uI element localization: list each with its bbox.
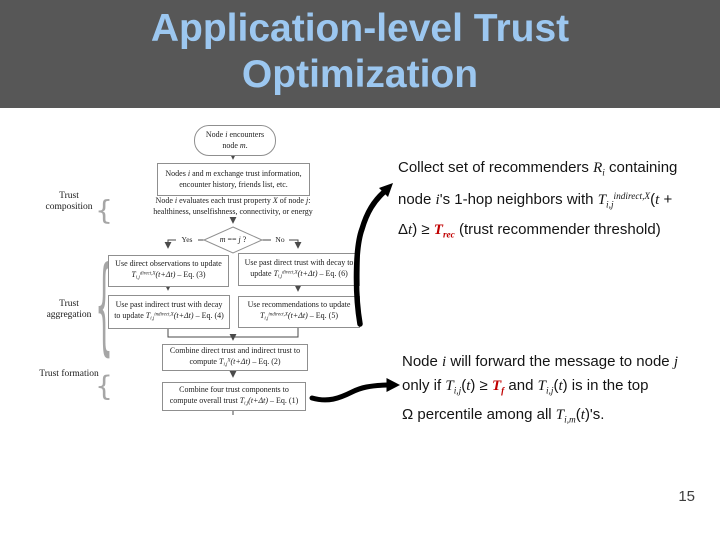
recommender-annotation-line1: Collect set of recommenders Ri containin… (398, 159, 678, 179)
trust-aggregation-label: Trust aggregation (46, 299, 92, 321)
exchange-box-line2: encounter history, friends list, etc. (179, 179, 288, 189)
evaluate-text-line2: healthiness, unselfishness, connectivity… (153, 207, 313, 216)
recommendations-callout-arrow (353, 183, 393, 327)
slide-title-line1: Application-level Trust (150, 7, 570, 50)
recommender-annotation-line3: Δt) ≥ Trec (trust recommender threshold) (398, 220, 661, 240)
yes-branch-label: Yes (176, 234, 198, 245)
recommender-annotation-line2: node i's 1-hop neighbors with Ti,jindire… (398, 190, 673, 211)
recommendations-box: Use recommendations to update Ti,jindire… (238, 296, 360, 328)
evaluate-text: Node i evaluates each trust property X o… (130, 194, 336, 220)
forwarding-annotation-line1: Node i will forward the message to node … (402, 353, 678, 370)
start-oval-line2: node m. (222, 140, 248, 150)
no-branch-label: No (271, 234, 289, 245)
forwarding-callout-arrow (309, 378, 400, 403)
start-oval-line1: Node i encounters (205, 129, 265, 139)
decision-label: m == j ? (219, 234, 247, 244)
exchange-box-line1: Nodes i and m exchange trust information… (165, 168, 302, 178)
forwarding-annotation: Node i will forward the message to node … (402, 350, 720, 433)
combine-direct-indirect-box: Combine direct trust and indirect trust … (162, 344, 308, 371)
recommender-annotation: Collect set of recommenders Ri containin… (398, 156, 720, 247)
past-indirect-trust-box: Use past indirect trust with decay to up… (108, 295, 230, 329)
trust-formation-label: Trust formation (39, 369, 99, 379)
past-direct-trust-box: Use past direct trust with decay to upda… (238, 253, 360, 286)
start-oval: Node i encounters node m. (194, 125, 276, 156)
slide-header: Application-level Trust Optimization (0, 0, 720, 108)
page-number: 15 (678, 488, 695, 505)
direct-observations-box: Use direct observations to update Ti,jdi… (108, 255, 229, 287)
forwarding-annotation-line2: only if Ti,j(t) ≥ Tf and Ti,j(t) is in t… (402, 377, 649, 397)
evaluate-text-line1: Node i evaluates each trust property X o… (155, 196, 311, 206)
trust-composition-label: Trust composition (45, 191, 93, 213)
forwarding-annotation-line3: Ω percentile among all Ti,m(t)'s. (402, 406, 605, 426)
slide-title-line2: Optimization (241, 53, 479, 96)
combine-four-components-box: Combine four trust components to compute… (162, 382, 306, 411)
slide-title: Application-level Trust Optimization (0, 0, 720, 98)
exchange-box: Nodes i and m exchange trust information… (157, 163, 310, 196)
